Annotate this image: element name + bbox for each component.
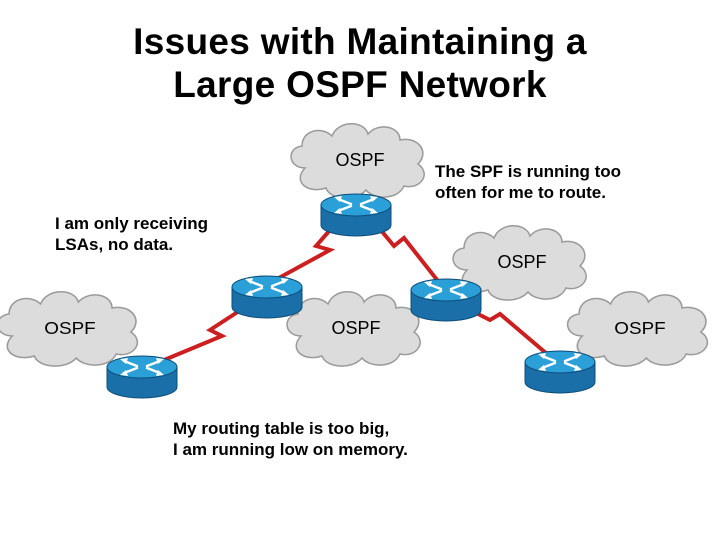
routing-table-caption: My routing table is too big, I am runnin… bbox=[173, 418, 408, 460]
ospf-cloud-left: OSPF bbox=[0, 290, 139, 367]
cloud-label: OSPF bbox=[335, 150, 384, 170]
router-icon-right-mid bbox=[409, 277, 483, 323]
ospf-cloud-right: OSPF bbox=[566, 290, 709, 367]
spf-caption-line-2: often for me to route. bbox=[435, 183, 606, 202]
router-icon-top bbox=[319, 192, 393, 238]
lsa-caption: I am only receiving LSAs, no data. bbox=[55, 213, 208, 255]
ospf-cloud-top: OSPF bbox=[290, 122, 425, 199]
spf-caption-line-1: The SPF is running too bbox=[435, 162, 622, 181]
cloud-label: OSPF bbox=[331, 318, 380, 338]
routing-caption-line-1: My routing table is too big, bbox=[173, 419, 390, 438]
title-line-2: Large OSPF Network bbox=[173, 64, 547, 105]
title-line-1: Issues with Maintaining a bbox=[133, 21, 587, 62]
spf-caption: The SPF is running too often for me to r… bbox=[435, 161, 621, 203]
link-left-mid-to-bottom-left bbox=[139, 298, 258, 372]
ospf-cloud-right-upper: OSPF bbox=[452, 224, 587, 301]
cloud-label: OSPF bbox=[614, 317, 665, 337]
cloud-label: OSPF bbox=[497, 252, 546, 272]
ospf-cloud-center: OSPF bbox=[286, 290, 421, 367]
lsa-caption-line-1: I am only receiving bbox=[55, 214, 209, 233]
router-icon-bottom-left bbox=[105, 354, 179, 400]
routing-caption-line-2: I am running low on memory. bbox=[173, 440, 408, 459]
cloud-label: OSPF bbox=[44, 317, 95, 337]
lsa-caption-line-2: LSAs, no data. bbox=[55, 235, 174, 254]
router-icon-left-mid bbox=[230, 274, 304, 320]
router-icon-bottom-right bbox=[523, 349, 597, 395]
